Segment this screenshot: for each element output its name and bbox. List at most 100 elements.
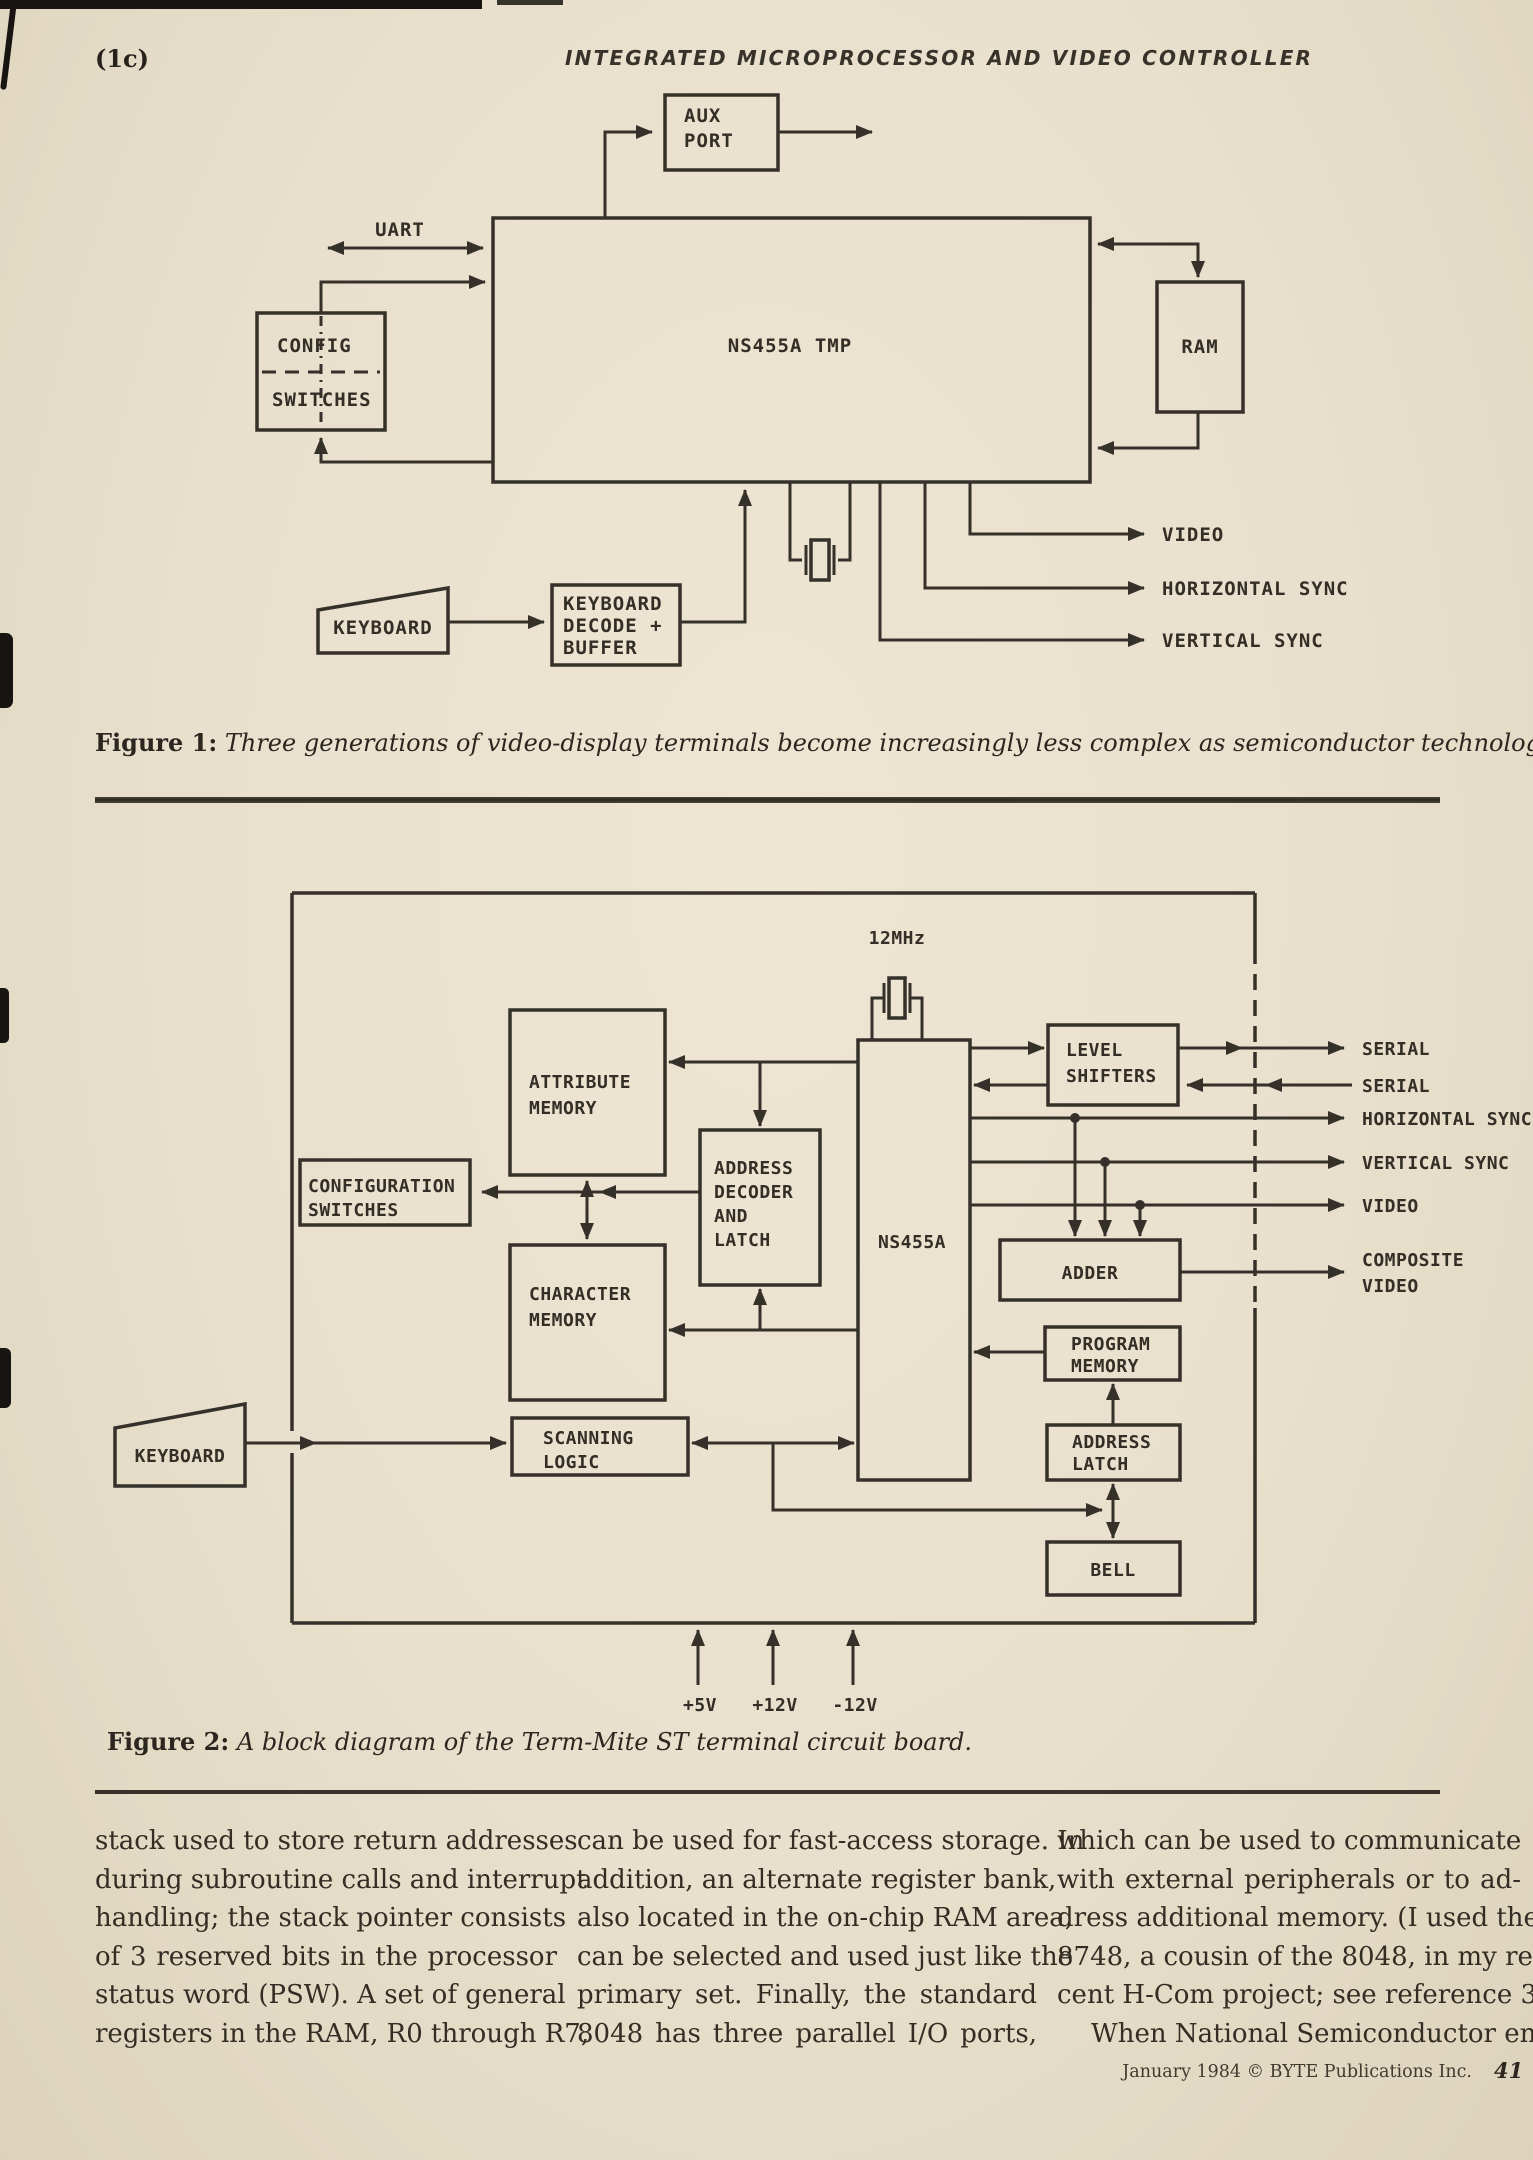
body-text-line: primary set. Finally, the standard <box>577 1980 1037 2010</box>
figure2-caption-text: A block diagram of the Term-Mite ST term… <box>236 1728 973 1756</box>
svg-text:PORT: PORT <box>684 130 734 152</box>
figure-corner-label: (1c) <box>95 44 150 73</box>
scan-artifact-top-bar <box>0 0 482 9</box>
block-level-shifters: LEVEL SHIFTERS <box>1046 1023 1180 1107</box>
body-text-line: also located in the on-chip RAM area, <box>577 1903 1074 1933</box>
crystal-oscillator <box>788 482 852 582</box>
arrow-scanning-to-latchline <box>771 1443 1103 1517</box>
block-configuration-switches: CONFIGURATION SWITCHES <box>298 1158 472 1227</box>
svg-text:MEMORY: MEMORY <box>529 1310 597 1331</box>
svg-text:DECODE +: DECODE + <box>563 615 663 637</box>
body-text-line: When National Semiconductor en- <box>1091 2018 1533 2049</box>
program-memory-label: PROGRAM <box>1071 1334 1150 1355</box>
svg-text:VIDEO: VIDEO <box>1362 1276 1419 1297</box>
svg-text:LATCH: LATCH <box>714 1230 771 1251</box>
scan-artifact-corner-hook <box>0 0 18 91</box>
body-text-line: which can be used to communicate <box>1057 1826 1522 1856</box>
address-latch-label: ADDRESS <box>1072 1432 1151 1453</box>
arrow-tmp-to-auxport <box>603 125 653 218</box>
body-text-line: cent H-Com project; see reference 3.) <box>1057 1980 1533 2010</box>
clock-label: 12MHz <box>869 928 926 949</box>
address-decoder-label: ADDRESS <box>714 1158 793 1179</box>
body-text-line: 8748, a cousin of the 8048, in my re- <box>1057 1941 1533 1972</box>
hsync2-label: HORIZONTAL SYNC <box>1362 1109 1532 1130</box>
board-border <box>290 891 1257 1625</box>
block-keyboard-decode-buffer: KEYBOARD DECODE + BUFFER <box>550 583 682 667</box>
svg-text:LATCH: LATCH <box>1072 1454 1129 1475</box>
adder-label: ADDER <box>1062 1263 1119 1284</box>
block-ram: RAM <box>1155 280 1245 414</box>
video-label: VIDEO <box>1162 524 1224 546</box>
scanning-logic-label: SCANNING <box>543 1428 634 1449</box>
body-text-line: can be used for fast-access storage. In <box>577 1826 1085 1856</box>
svg-text:SHIFTERS: SHIFTERS <box>1066 1066 1157 1087</box>
composite-label: COMPOSITE <box>1362 1250 1464 1271</box>
body-text-line: addition, an alternate register bank, <box>577 1864 1057 1895</box>
character-memory-label: CHARACTER <box>529 1284 631 1305</box>
arrow-ram-tmp-bottom <box>1097 412 1200 455</box>
aux-port-label: AUX <box>684 105 721 127</box>
divider-rule-2 <box>95 1790 1440 1794</box>
figure2-caption-label: Figure 2: <box>107 1727 230 1756</box>
serial-out-label: SERIAL <box>1362 1039 1430 1060</box>
arrow-tmp-ram-top <box>1097 237 1205 278</box>
arrow-tmp-to-config <box>314 437 493 464</box>
block-keyboard-2: KEYBOARD <box>113 1401 247 1488</box>
svg-text:LOGIC: LOGIC <box>543 1452 600 1473</box>
plus5v-label: +5V <box>683 1695 717 1716</box>
block-scanning-logic: SCANNING LOGIC <box>510 1416 690 1477</box>
scan-artifact-edge-blob-1 <box>0 633 13 708</box>
scan-artifact-top-tick <box>497 0 563 5</box>
body-text-line: of 3 reserved bits in the processor <box>95 1941 557 1972</box>
article-column-3: which can be used to communicate with ex… <box>1057 1822 1533 2053</box>
svg-text:SWITCHES: SWITCHES <box>308 1200 399 1221</box>
body-text-line: with external peripherals or to ad- <box>1057 1864 1521 1895</box>
vsync-label: VERTICAL SYNC <box>1162 630 1324 652</box>
block-attribute-memory: ATTRIBUTE MEMORY <box>508 1008 667 1177</box>
block-aux-port: AUX PORT <box>663 93 780 172</box>
block-ns455a-tmp: NS455A TMP <box>491 216 1092 484</box>
body-text-line: 8048 has three parallel I/O ports, <box>577 2018 1037 2049</box>
bell-label: BELL <box>1090 1560 1135 1581</box>
running-head: INTEGRATED MICROPROCESSOR AND VIDEO CONT… <box>565 46 1314 70</box>
keyboard2-label: KEYBOARD <box>135 1446 226 1467</box>
plus12v-label: +12V <box>752 1695 797 1716</box>
hsync-label: HORIZONTAL SYNC <box>1162 578 1349 600</box>
block-character-memory: CHARACTER MEMORY <box>508 1243 667 1402</box>
config-label: CONFIG <box>277 335 352 357</box>
body-text-line: stack used to store return addresses <box>95 1826 578 1856</box>
svg-text:SWITCHES: SWITCHES <box>272 389 372 411</box>
keyboard-label: KEYBOARD <box>333 617 433 639</box>
ns455a-tmp-label: NS455A TMP <box>728 335 852 357</box>
svg-text:MEMORY: MEMORY <box>1071 1356 1139 1377</box>
body-text-line: dress additional memory. (I used the <box>1057 1903 1533 1933</box>
scan-artifact-edge-blob-2 <box>0 988 9 1043</box>
body-text-line: can be selected and used just like the <box>577 1941 1074 1972</box>
block-ns455a: NS455A <box>856 1038 972 1482</box>
svg-text:AND: AND <box>714 1206 748 1227</box>
divider-rule-1 <box>95 797 1440 803</box>
block-address-latch: ADDRESS LATCH <box>1045 1423 1182 1482</box>
svg-text:BUFFER: BUFFER <box>563 637 638 659</box>
ns455a-label: NS455A <box>878 1232 946 1253</box>
arrow-video-out <box>968 482 1145 541</box>
footer-credit: January 1984 © BYTE Publications Inc. <box>1122 2062 1472 2082</box>
crystal-12mhz: 12MHz <box>869 928 926 1040</box>
scan-artifact-edge-blob-3 <box>0 1348 11 1408</box>
figure1-caption: Figure 1: Three generations of video-dis… <box>95 728 1533 757</box>
power-inputs: +5V +12V -12V <box>683 1629 877 1716</box>
article-column-1: stack used to store return addresses dur… <box>95 1822 590 2053</box>
arrow-decoder-to-tmp <box>680 489 752 624</box>
body-text-line: registers in the RAM, R0 through R7, <box>95 2018 590 2049</box>
svg-text:DECODER: DECODER <box>714 1182 793 1203</box>
figure1-caption-label: Figure 1: <box>95 728 218 757</box>
body-text-line: handling; the stack pointer consists <box>95 1903 567 1933</box>
serial-in-label: SERIAL <box>1362 1076 1430 1097</box>
arrow-config-to-tmp <box>319 275 486 313</box>
arrow-vsync-out <box>878 482 1145 647</box>
svg-text:MEMORY: MEMORY <box>529 1098 597 1119</box>
figure2-caption: Figure 2: A block diagram of the Term-Mi… <box>107 1727 972 1756</box>
figure2-diagram: 12MHz ATTRIBUTE MEMORY ADDRESS DECODER A… <box>113 891 1532 1716</box>
level-shifters-label: LEVEL <box>1066 1040 1123 1061</box>
